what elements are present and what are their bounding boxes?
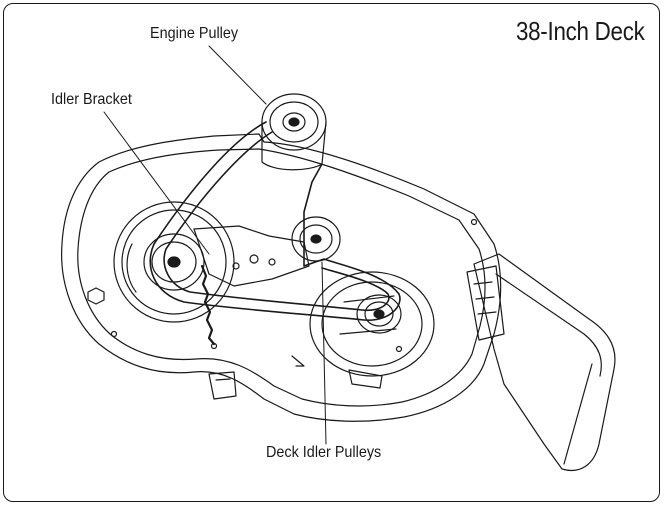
front-hanger-bracket-right [348, 369, 383, 389]
engine-pulley [261, 93, 327, 171]
leader-idler-bracket [103, 111, 210, 255]
discharge-chute [473, 253, 616, 471]
leader-engine-pulley [208, 45, 267, 105]
deck-housing-outline [61, 133, 502, 422]
left-spindle-housing [113, 201, 235, 323]
chute-bracket [466, 265, 505, 341]
callout-deck-idler-pulleys: Deck Idler Pulleys [266, 444, 382, 461]
deck-idler-pulley-upper [291, 216, 341, 262]
right-spindle-housing [309, 271, 435, 377]
diagram-frame: 38-Inch Deck Engine Pulley Idler Bracket… [3, 3, 660, 502]
mower-deck-diagram [61, 45, 616, 471]
diagram-title: 38-Inch Deck [516, 16, 645, 46]
front-hanger-bracket-left [208, 371, 237, 400]
callout-idler-bracket: Idler Bracket [51, 91, 132, 108]
left-spindle-pulley [143, 233, 205, 291]
hex-nut [87, 287, 105, 305]
right-spindle-pulley [339, 294, 402, 335]
deck-inner-lip [77, 148, 486, 407]
callout-engine-pulley: Engine Pulley [150, 25, 239, 42]
idler-spring [200, 264, 216, 346]
leader-deck-idler-pulleys [321, 261, 327, 445]
idler-bracket-plate [193, 225, 310, 287]
